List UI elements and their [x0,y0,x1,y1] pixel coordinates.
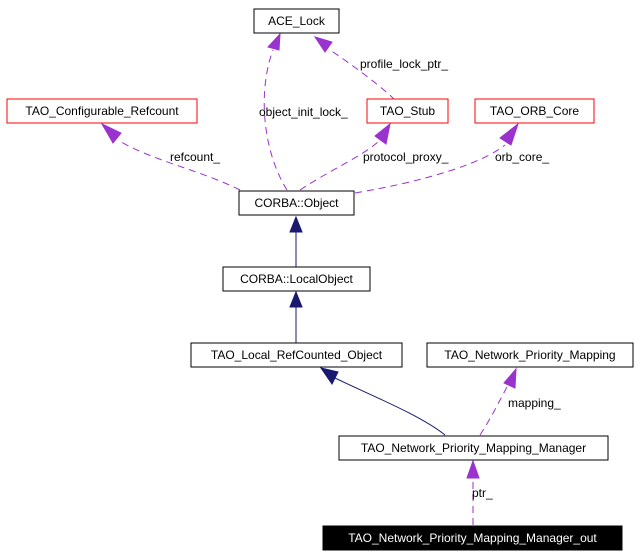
edge-mapping-arrowhead [503,367,517,389]
node-label-corba-localobject: CORBA::LocalObject [240,272,353,286]
node-tao-network-priority-mapping-manager-out[interactable]: TAO_Network_Priority_Mapping_Manager_out [322,525,623,551]
node-corba-object[interactable]: CORBA::Object [238,190,355,216]
node-tao-configurable-refcount[interactable]: TAO_Configurable_Refcount [6,98,198,124]
node-label-corba-object: CORBA::Object [254,196,339,210]
nodes: ACE_Lock TAO_Configurable_Refcount TAO_S… [6,8,634,551]
edge-label-ptr: ptr_ [472,486,493,500]
edge-protocol-proxy [299,139,381,191]
node-label-tao-stub: TAO_Stub [380,104,435,118]
edge-refcount-arrowhead [100,122,122,144]
node-tao-orb-core[interactable]: TAO_ORB_Core [474,98,595,124]
edge-object-init-lock-arrowhead [267,32,281,51]
edge-labels: profile_lock_ptr_ object_init_lock_ refc… [170,57,561,500]
edge-refcount [117,139,241,191]
node-tao-network-priority-mapping[interactable]: TAO_Network_Priority_Mapping [426,342,634,368]
edge-local-refcounted-inherits-localobject-arrowhead [289,290,303,308]
edge-profile-lock-ptr-arrowhead [313,36,333,53]
node-label-tao-local-refcounted-object: TAO_Local_RefCounted_Object [211,348,383,362]
edge-manager-inherits-local-refcounted-arrowhead [319,367,339,385]
edge-label-profile-lock-ptr: profile_lock_ptr_ [360,57,448,71]
node-label-tao-network-priority-mapping-manager-out: TAO_Network_Priority_Mapping_Manager_out [348,531,597,545]
node-label-tao-orb-core: TAO_ORB_Core [490,104,579,118]
node-corba-localobject[interactable]: CORBA::LocalObject [222,266,371,292]
edge-object-init-lock [263,49,288,191]
edge-label-mapping: mapping_ [508,396,561,410]
edge-label-protocol-proxy: protocol_proxy_ [363,150,449,164]
edge-manager-inherits-local-refcounted [334,377,446,436]
edge-label-object-init-lock: object_init_lock_ [259,105,348,119]
edge-profile-lock-ptr [329,49,396,101]
edge-protocol-proxy-arrowhead [374,122,391,145]
edge-label-orb-core: orb_core_ [495,150,549,164]
edge-ptr-arrowhead [466,459,480,479]
node-label-tao-network-priority-mapping-manager: TAO_Network_Priority_Mapping_Manager [361,441,586,455]
node-label-tao-network-priority-mapping: TAO_Network_Priority_Mapping [444,348,615,362]
edge-orb-core [354,144,506,194]
node-tao-local-refcounted-object[interactable]: TAO_Local_RefCounted_Object [190,342,403,368]
node-label-ace-lock: ACE_Lock [268,14,326,28]
edge-mapping [479,384,509,436]
node-label-tao-configurable-refcount: TAO_Configurable_Refcount [25,104,179,118]
node-ace-lock[interactable]: ACE_Lock [253,8,340,34]
edge-label-refcount: refcount_ [170,150,220,164]
node-tao-network-priority-mapping-manager[interactable]: TAO_Network_Priority_Mapping_Manager [338,435,609,461]
node-tao-stub[interactable]: TAO_Stub [366,98,449,124]
edge-orb-core-arrowhead [499,122,519,146]
edge-localobject-inherits-object-arrowhead [289,215,303,233]
edges [100,32,519,525]
